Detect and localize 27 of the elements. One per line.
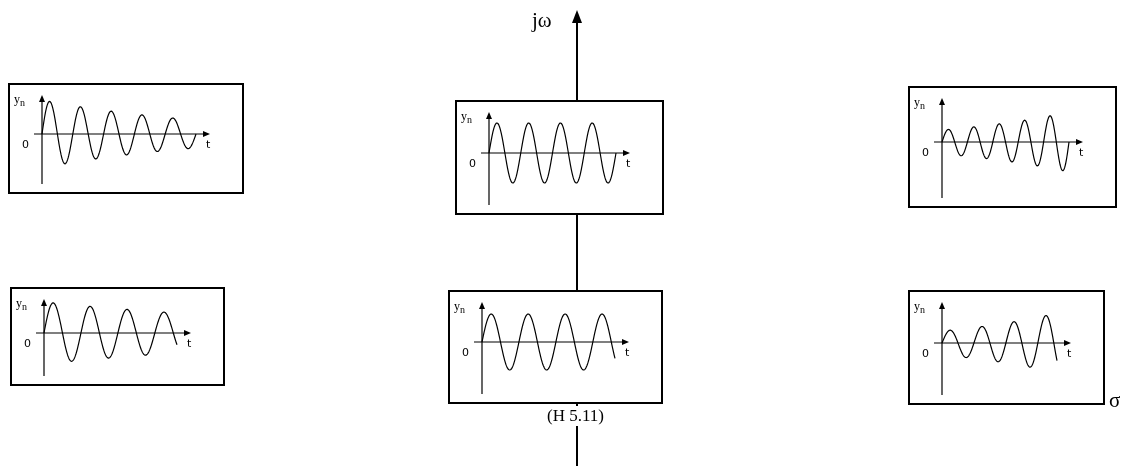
axis-label: y$_{n}$ (16, 297, 27, 314)
axis-label: t (625, 347, 630, 359)
axis-label: t (187, 338, 192, 350)
axis-label: y$_{n}$ (914, 96, 925, 113)
plot-panel (455, 100, 664, 215)
plot-panel (908, 290, 1105, 405)
axis-label: y$_{n}$ (461, 110, 472, 127)
origin-label: 0 (922, 147, 929, 159)
plot-panel (8, 83, 244, 194)
origin-label: 0 (462, 347, 469, 359)
axis-label: y$_{n}$ (914, 300, 925, 317)
origin-label: 0 (469, 158, 476, 170)
axis-label: y$_{n}$ (454, 300, 465, 317)
plot-panel (448, 290, 663, 404)
plot-panel (908, 86, 1117, 208)
axis-label: t (206, 139, 211, 151)
origin-label: 0 (922, 348, 929, 360)
axis-label: t (1079, 147, 1084, 159)
plot-panel (10, 287, 225, 386)
origin-label: 0 (22, 139, 29, 151)
figure-caption: (H 5.11) (545, 406, 606, 426)
axis-label: σ (1109, 388, 1121, 412)
axis-label: t (626, 158, 631, 170)
axis-label: y$_{n}$ (14, 93, 25, 110)
axis-label: t (1067, 348, 1072, 360)
axis-label: jω (532, 8, 552, 32)
origin-label: 0 (24, 338, 31, 350)
